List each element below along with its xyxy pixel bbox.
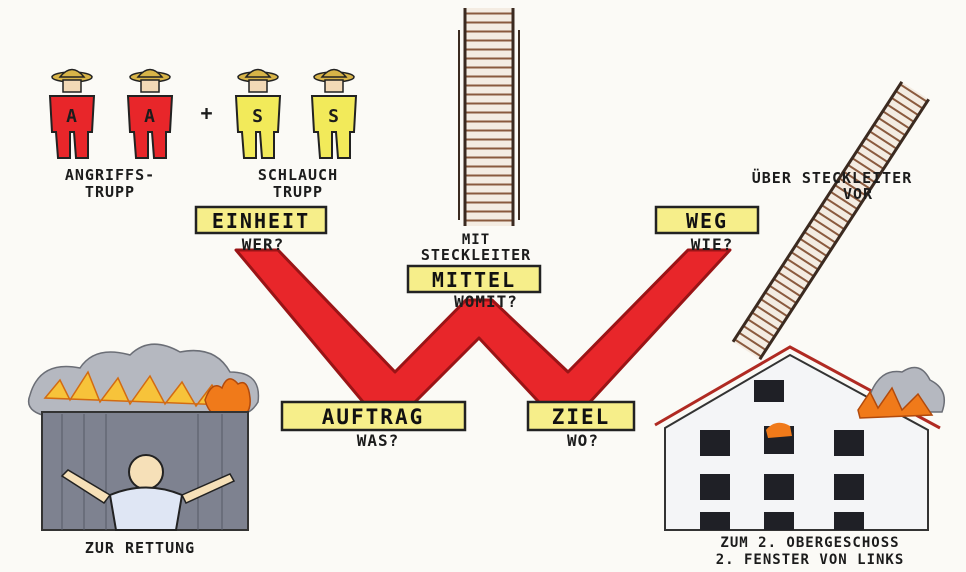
schlauchtrupp-label-line1: SCHLAUCH: [258, 166, 338, 184]
keyword-ziel: ZIEL WO?: [528, 402, 634, 450]
plus-sign: +: [200, 101, 213, 125]
firefighter-team: A A S S + ANGRIFFS- TRUPP SCHLAUCH TRUPP: [50, 70, 356, 202]
team-letter-s1: S: [252, 106, 264, 127]
ziel-label: ZIEL: [552, 405, 611, 429]
mittel-detail-line2: STECKLEITER: [421, 246, 531, 264]
weg-detail-line2: VOR: [843, 185, 873, 203]
mittel-label: MITTEL: [432, 268, 516, 292]
team-letter-s2: S: [328, 106, 340, 127]
ziel-detail-line2: 2. FENSTER VON LINKS: [716, 552, 905, 568]
auftrag-label: AUFTRAG: [322, 405, 425, 429]
ziel-question: WO?: [567, 431, 599, 450]
ziel-detail-line1: ZUM 2. OBERGESCHOSS: [720, 535, 899, 551]
keyword-auftrag: AUFTRAG WAS?: [282, 402, 465, 450]
auftrag-question: WAS?: [357, 431, 400, 450]
schlauchtrupp-label-line2: TRUPP: [273, 183, 323, 201]
angriffstrupp-label-line2: TRUPP: [85, 183, 135, 201]
ladder-vertical-illustration: [459, 8, 519, 226]
target-building-illustration: ZUM 2. OBERGESCHOSS 2. FENSTER VON LINKS: [655, 347, 944, 568]
weg-label: WEG: [686, 209, 728, 233]
einheit-question: WER?: [242, 235, 285, 254]
ladder-diagonal-illustration: [733, 82, 929, 359]
angriffstrupp-label-line1: ANGRIFFS-: [65, 166, 155, 184]
einheit-label: EINHEIT: [212, 209, 310, 233]
team-letter-a2: A: [144, 106, 156, 127]
team-letter-a1: A: [66, 106, 78, 127]
keyword-weg: WEG WIE? ÜBER STECKLEITER VOR: [656, 168, 912, 254]
keyword-einheit: EINHEIT WER?: [196, 207, 326, 254]
mittel-question: WOMIT?: [454, 292, 518, 311]
weg-question: WIE?: [691, 235, 734, 254]
rescue-scene-illustration: ZUR RETTUNG: [29, 344, 259, 557]
weg-detail-line1: ÜBER STECKLEITER: [752, 168, 913, 187]
auftrag-detail-text: ZUR RETTUNG: [85, 539, 195, 557]
keyword-mittel: MIT STECKLEITER MITTEL WOMIT?: [408, 232, 540, 311]
